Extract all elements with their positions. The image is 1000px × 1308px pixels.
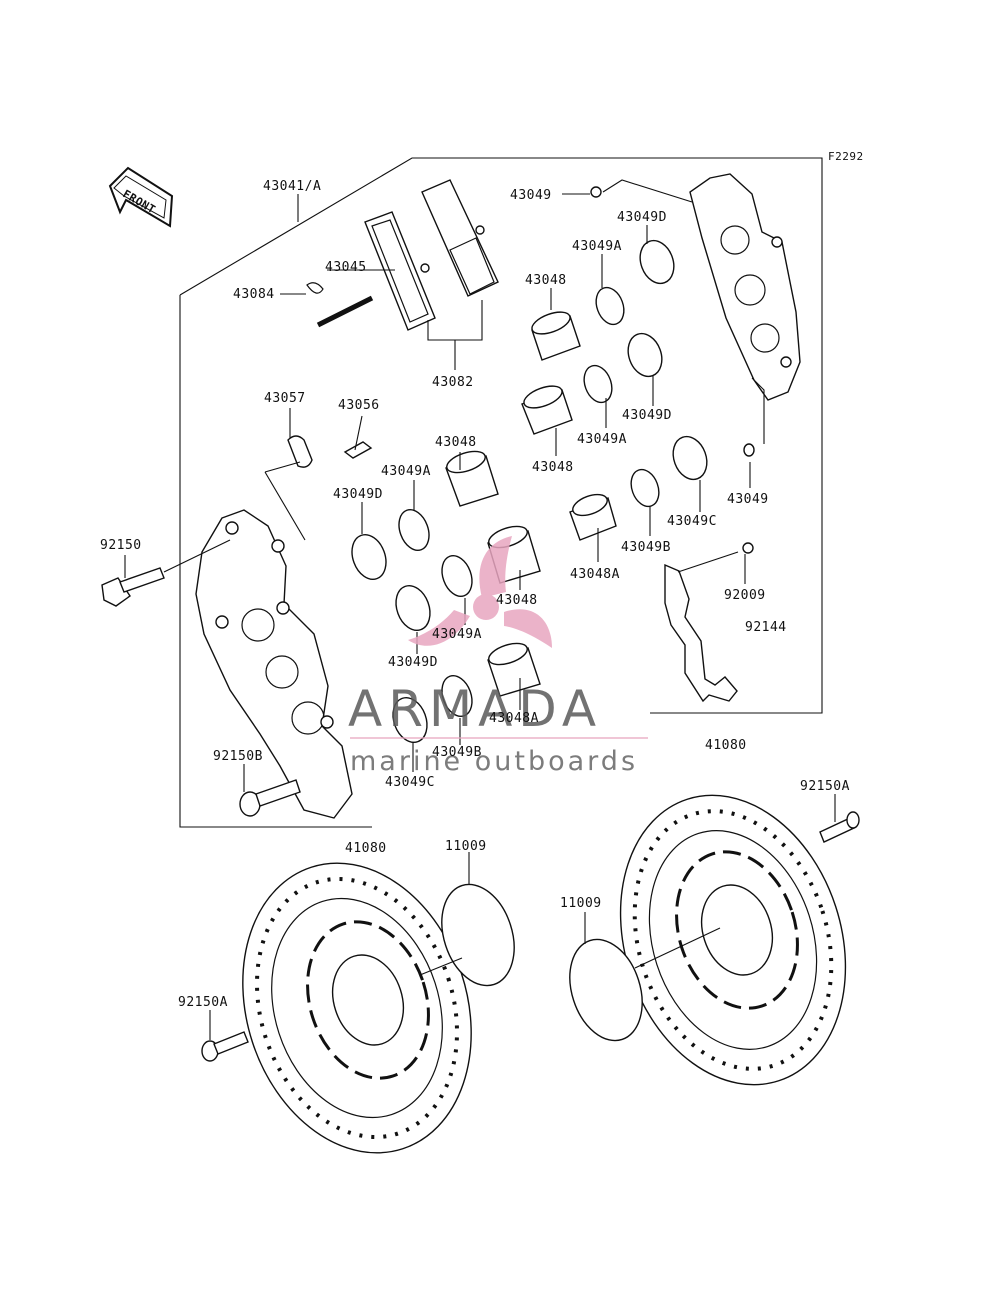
label-43048-top: 43048 [525,273,567,288]
label-43049D-top: 43049D [617,210,667,225]
label-11009-right: 11009 [560,896,602,911]
label-92150A-right: 92150A [800,779,850,794]
label-41080-left: 41080 [345,841,387,856]
right-brake-disc [619,794,847,1086]
label-43049A-left: 43049A [381,464,431,479]
label-43049B-right: 43049B [621,540,671,555]
label-43084: 43084 [233,287,275,302]
armada-watermark: ARMADA marine outboards [348,536,648,777]
bolt-92150A-right [819,811,860,843]
label-43049A-mid: 43049A [432,627,482,642]
watermark-title: ARMADA [348,680,602,738]
label-43045: 43045 [325,260,367,275]
label-43049A-right: 43049A [577,432,627,447]
label-43048-mid: 43048 [496,593,538,608]
label-92150A-left: 92150A [178,995,228,1010]
label-43048-right: 43048 [532,460,574,475]
front-arrow-icon: FRONT [108,166,174,228]
label-43049B-mid: 43049B [432,745,482,760]
caliper-group-frame [179,157,823,828]
label-43048A-mid: 43048A [489,711,539,726]
label-43049A-top: 43049A [572,239,622,254]
right-caliper-parts [521,186,755,703]
label-43049C-right: 43049C [667,514,717,529]
left-caliper-half [195,509,353,819]
label-43057: 43057 [264,391,306,406]
figure-code: F2292 [828,150,864,163]
label-11009-left: 11009 [445,839,487,854]
label-43082: 43082 [432,375,474,390]
label-43049D-left: 43049D [333,487,383,502]
label-43049-top: 43049 [510,188,552,203]
label-43048A-right: 43048A [570,567,620,582]
brake-pads [364,179,499,331]
left-caliper-parts [351,450,541,743]
bolt-92150A-left [201,1031,249,1062]
right-caliper-half [689,173,801,401]
label-43049C-mid: 43049C [385,775,435,790]
label-92144: 92144 [745,620,787,635]
label-43048-left: 43048 [435,435,477,450]
watermark-subtitle: marine outboards [350,746,638,777]
part-labels: 43041/A 43045 43084 43082 43049 43049D 4… [100,179,850,1010]
label-43049D-mid: 43049D [388,655,438,670]
bolt-92150 [101,539,231,607]
disc-spacers [441,883,643,1042]
left-brake-disc [242,862,472,1154]
label-92150B: 92150B [213,749,263,764]
label-92150: 92150 [100,538,142,553]
leader-lines [124,179,836,1040]
propeller-logo-icon [408,536,552,648]
label-43041A: 43041/A [263,179,321,194]
label-43056: 43056 [338,398,380,413]
bolt-92150B [239,779,301,817]
label-43049-right: 43049 [727,492,769,507]
pad-pin [306,282,374,328]
label-92009: 92009 [724,588,766,603]
label-43049D-right: 43049D [622,408,672,423]
label-41080-right: 41080 [705,738,747,753]
bleeder-parts [264,435,373,541]
